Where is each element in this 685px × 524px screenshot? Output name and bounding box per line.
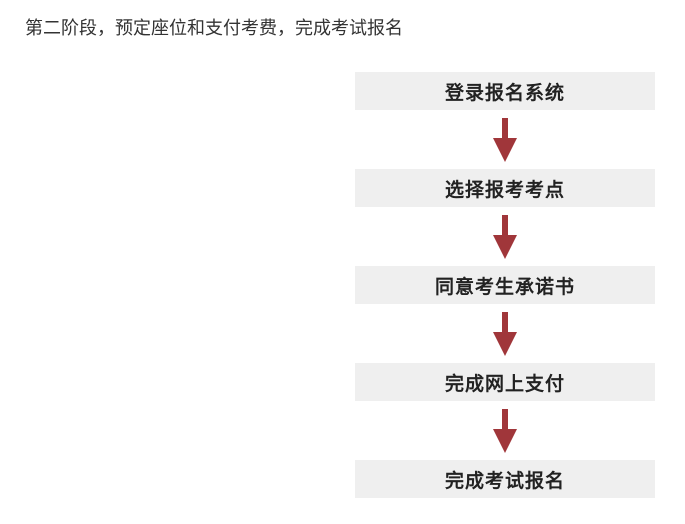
arrow-down-icon bbox=[355, 304, 655, 363]
step-complete-online-payment: 完成网上支付 bbox=[355, 363, 655, 401]
step-accept-candidate-pledge: 同意考生承诺书 bbox=[355, 266, 655, 304]
section-heading: 第二阶段，预定座位和支付考费，完成考试报名 bbox=[25, 18, 403, 39]
registration-flowchart: 登录报名系统 选择报考考点 同意考生承诺书 完成网上支付 完成考试报名 bbox=[355, 72, 655, 498]
arrow-down-icon-graphic bbox=[493, 214, 517, 259]
step-login-registration-system: 登录报名系统 bbox=[355, 72, 655, 110]
arrow-down-icon-graphic bbox=[493, 117, 517, 162]
arrow-down-icon-graphic bbox=[493, 311, 517, 356]
arrow-down-icon bbox=[355, 110, 655, 169]
arrow-down-icon-graphic bbox=[493, 408, 517, 453]
arrow-down-icon bbox=[355, 401, 655, 460]
step-select-exam-site: 选择报考考点 bbox=[355, 169, 655, 207]
step-complete-exam-registration: 完成考试报名 bbox=[355, 460, 655, 498]
arrow-down-icon bbox=[355, 207, 655, 266]
